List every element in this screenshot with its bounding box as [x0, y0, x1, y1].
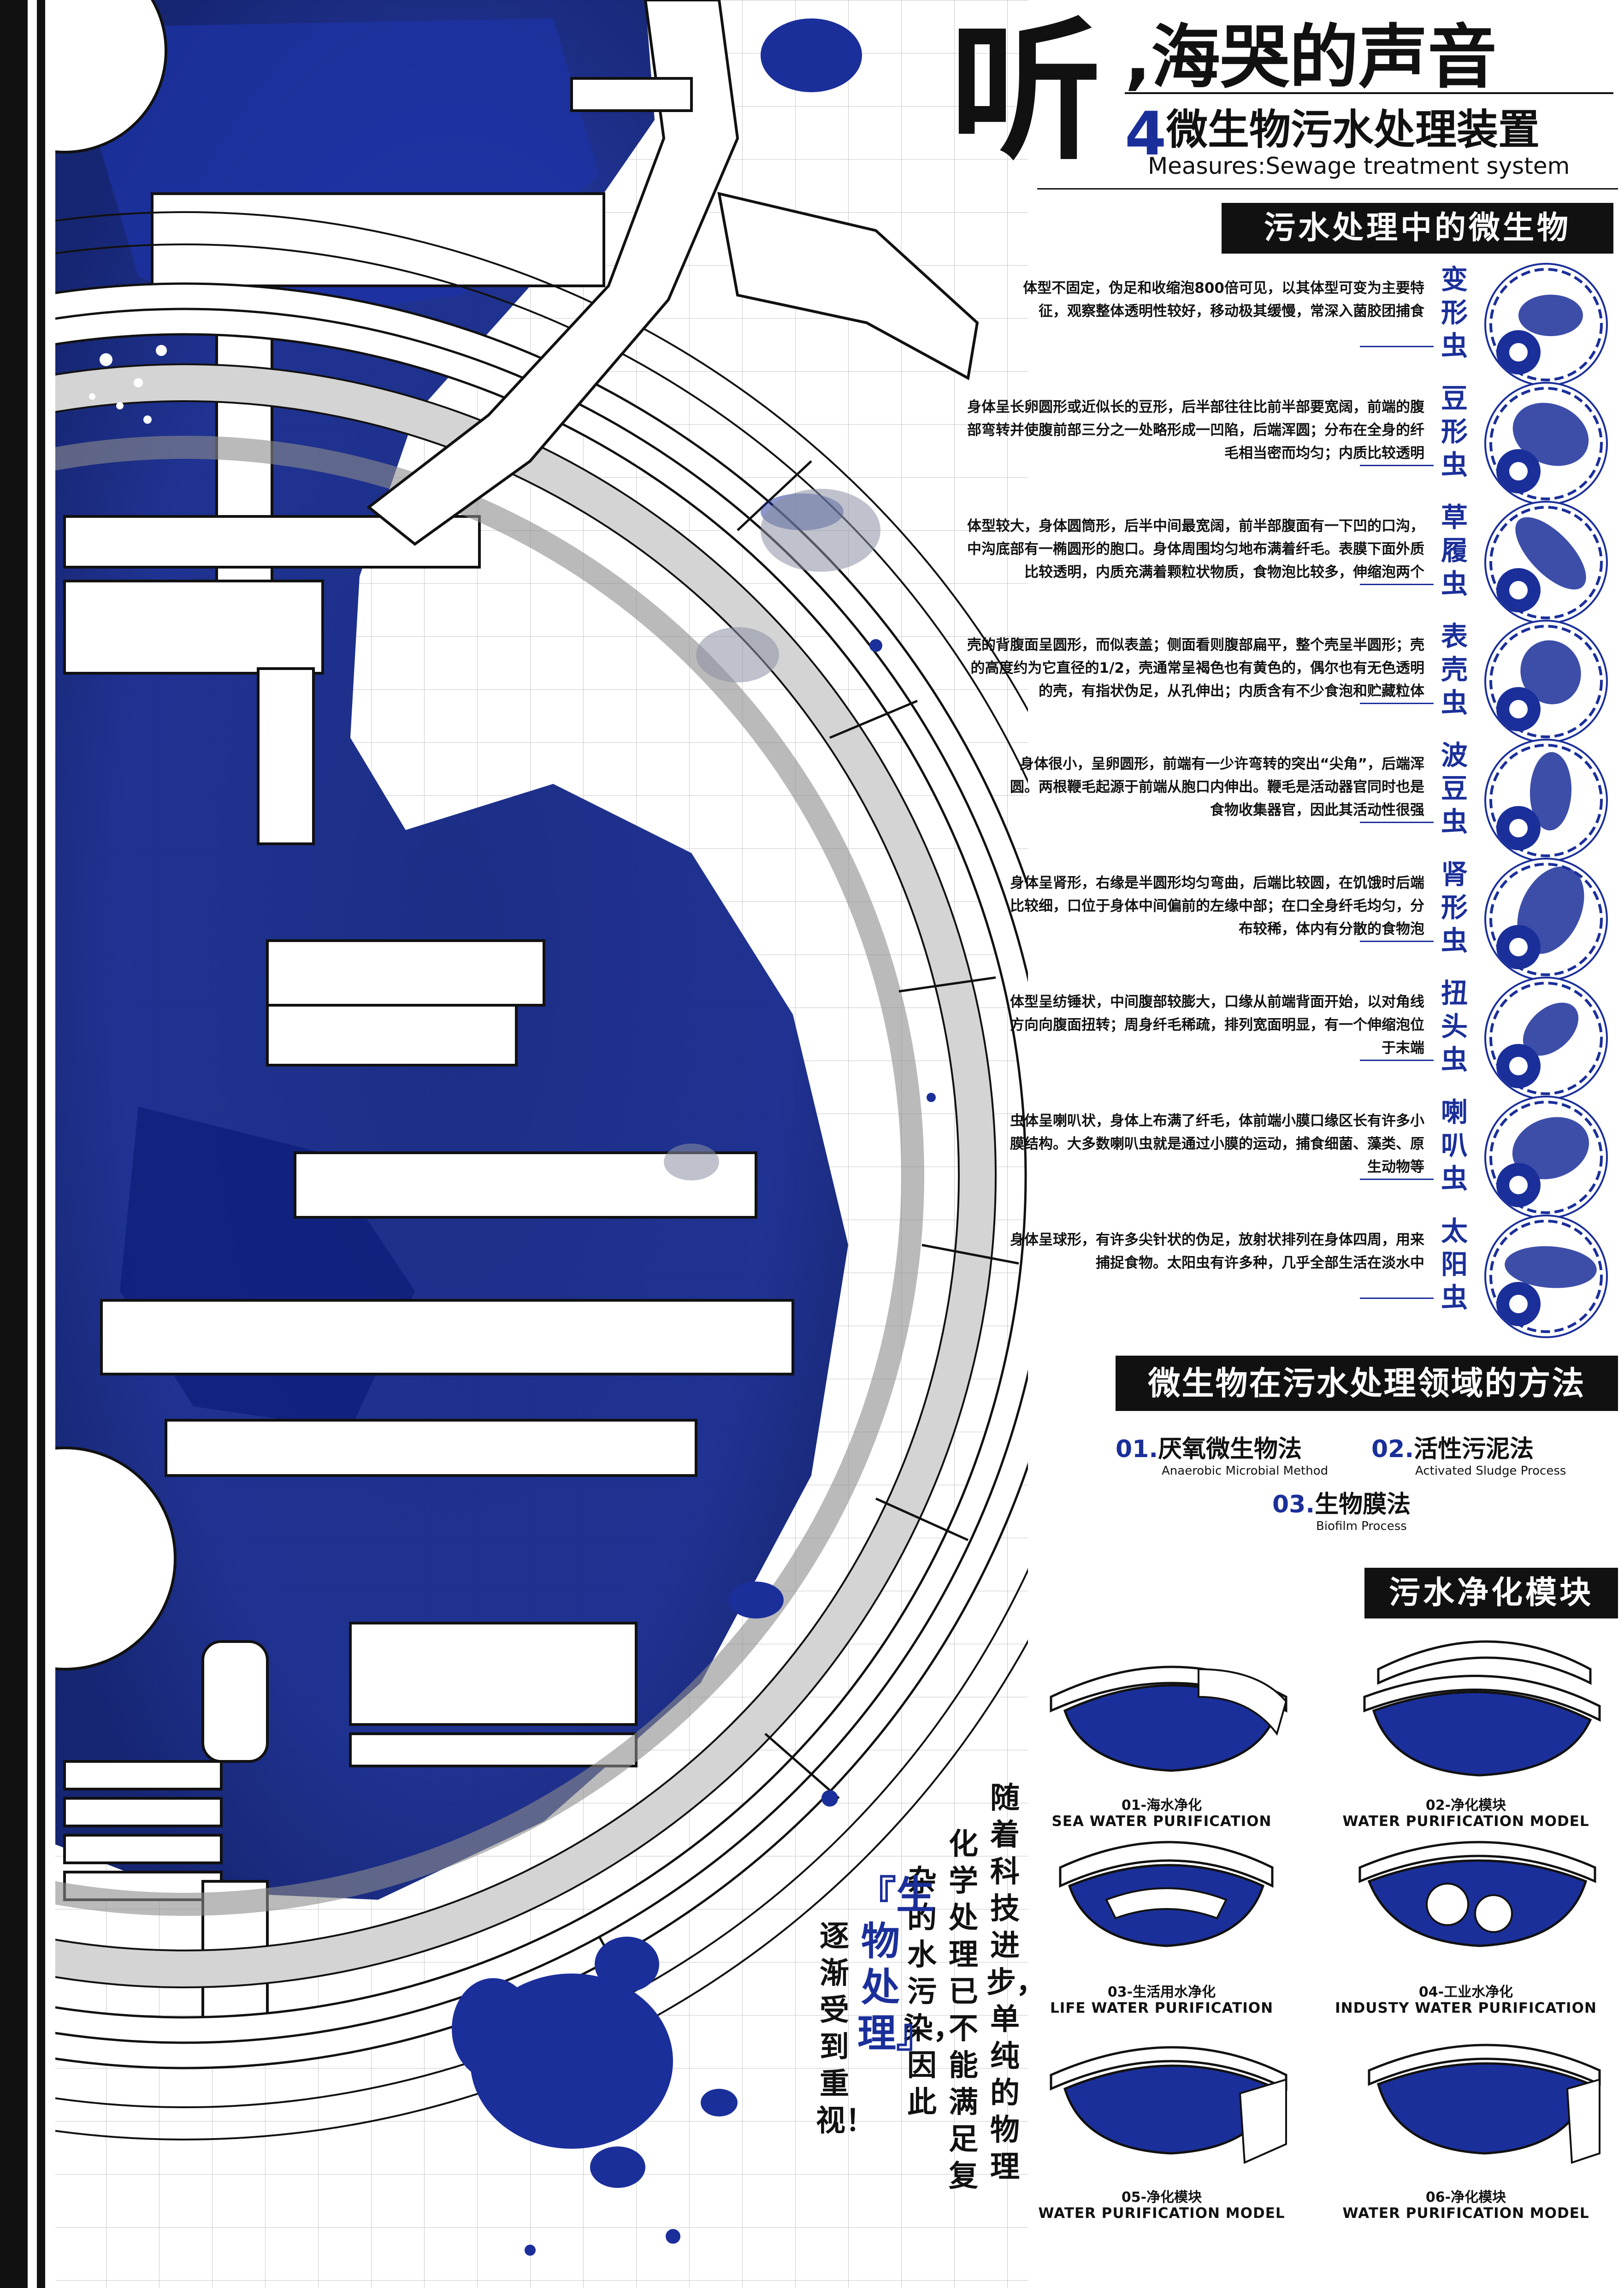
module-5-en: WATER PURIFICATION MODEL: [1038, 2205, 1285, 2222]
subtitle-rule: [1037, 188, 1618, 190]
white-specks: [89, 345, 167, 424]
method-3-name: 生物膜法: [1315, 1491, 1411, 1518]
module-4-graphic: [1358, 1841, 1596, 1947]
microbe-leader-line: [1360, 465, 1434, 466]
module-6-graphic: [1368, 2044, 1601, 2164]
module-3-graphic: [1059, 1841, 1274, 1947]
microbe-leader-line: [1360, 1298, 1434, 1299]
module-5-graphic: [1050, 2046, 1287, 2164]
microbe-desc: 身体呈球形，有许多尖针状的伪足，放射状排列在身体四周，用来捕捉食物。太阳虫有许多…: [1010, 1232, 1424, 1271]
title-rest: ,海哭的声音: [1125, 18, 1497, 98]
microbe-image: [1484, 739, 1608, 862]
ring-structure: [55, 211, 1028, 2140]
microbe-image: [1484, 501, 1608, 624]
microbe-desc: 体型呈纺锤状，中间腹部较膨大，口缘从前端背面开始，以对角线方向向腹面扭转；周身纤…: [1010, 994, 1424, 1056]
method-2-num: 02.: [1371, 1435, 1414, 1463]
microbe-name: 扭头虫: [1441, 978, 1468, 1075]
microbe-name: 草履虫: [1441, 502, 1468, 599]
left-border-bar: [0, 0, 28, 2288]
method-1-num: 01.: [1116, 1435, 1158, 1463]
microbe-desc: 虫体呈喇叭状，身体上布满了纤毛，体前端小膜口缘区长有许多小膜结构。大多数喇叭虫就…: [1010, 1113, 1424, 1175]
microbe-leader-line: [1360, 346, 1434, 347]
microbe-name: 喇叭虫: [1441, 1097, 1468, 1194]
method-1: 01.厌氧微生物法: [1116, 1429, 1302, 1464]
module-2-cn: 02-净化模块: [1425, 1797, 1506, 1814]
vertical-col-1: 随着科技进步，单纯的物理: [986, 1781, 1045, 2184]
method-1-en: Anaerobic Microbial Method: [1162, 1464, 1329, 1478]
microbe-leader-line: [1360, 941, 1434, 942]
semicircle-top: [55, 0, 167, 154]
microbe-leader-line: [1360, 1179, 1434, 1180]
left-border-thin: [37, 0, 45, 2288]
module-3-cn: 03-生活用水净化: [1107, 1984, 1216, 2000]
microbe-desc: 身体呈长卵圆形或近似长的豆形，后半部往往比前半部要宽阔，前端的腹部弯转并使腹前部…: [967, 399, 1424, 462]
bottom-panel: [201, 1640, 269, 1763]
vertical-col-5: 逐渐受到重视！: [816, 1920, 875, 2138]
ink-splatters: [452, 18, 936, 2256]
microbe-name: 变形虫: [1441, 264, 1468, 362]
microbe-name: 太阳虫: [1441, 1215, 1468, 1313]
method-3-num: 03.: [1272, 1491, 1315, 1518]
module-1-en: SEA WATER PURIFICATION: [1051, 1813, 1272, 1830]
ring-dividers: [598, 460, 1019, 2021]
microbe-name: 肾形虫: [1441, 859, 1468, 956]
microbe-name: 波豆虫: [1441, 740, 1468, 837]
microbe-name: 表壳虫: [1441, 621, 1468, 718]
title-number: 4: [1125, 99, 1167, 169]
microbe-image: [1484, 977, 1608, 1100]
module-3-en: LIFE WATER PURIFICATION: [1050, 2000, 1274, 2016]
microbe-leader-line: [1360, 822, 1434, 823]
module-4-en: INDUSTY WATER PURIFICATION: [1335, 2000, 1597, 2016]
microbe-leader-line: [1360, 703, 1434, 704]
microbe-desc: 体型较大，身体圆筒形，后半中间最宽阔，前半部腹面有一下凹的口沟，中沟底部有一椭圆…: [967, 518, 1424, 581]
microbe-desc: 身体很小，呈卵圆形，前端有一少许弯转的突出“尖角”，后端浑圆。两根鞭毛起源于前端…: [1010, 756, 1424, 818]
microbes-section-title: 污水处理中的微生物: [1222, 203, 1613, 254]
microbe-image: [1484, 263, 1608, 386]
microbe-name: 豆形虫: [1441, 383, 1468, 480]
module-1-graphic: [1050, 1666, 1287, 1772]
grey-washes: [664, 489, 880, 1180]
modules-section-title: 污水净化模块: [1364, 1568, 1618, 1618]
module-6-cn: 06-净化模块: [1425, 2189, 1506, 2205]
microbe-image: [1484, 620, 1608, 743]
vertical-col-3: 杂的水污染，因此: [904, 1864, 963, 2120]
microbe-leader-line: [1360, 1060, 1434, 1061]
subtitle: 微生物污水处理装置: [1166, 106, 1540, 154]
method-3: 03.生物膜法: [1272, 1485, 1411, 1519]
module-2-en: WATER PURIFICATION MODEL: [1342, 1813, 1589, 1830]
vertical-col-2: 化学处理已不能满足复: [949, 1827, 978, 2193]
method-1-name: 厌氧微生物法: [1158, 1435, 1302, 1463]
method-2-en: Activated Sludge Process: [1415, 1464, 1566, 1478]
module-6-en: WATER PURIFICATION MODEL: [1342, 2205, 1589, 2222]
module-4-cn: 04-工业水净化: [1418, 1984, 1513, 2000]
microbe-image: [1484, 1215, 1608, 1338]
microbe-desc: 壳的背腹面呈圆形，而似表盖；侧面看则腹部扁平，整个壳呈半圆形；壳的高度约为它直径…: [967, 637, 1424, 699]
microbe-leader-line: [1360, 584, 1434, 585]
vertical-col-4-highlight: 『生物处理』: [857, 1873, 935, 2056]
method-2-name: 活性污泥法: [1414, 1435, 1534, 1463]
subtitle-en: Measures:Sewage treatment system: [1148, 153, 1570, 179]
microbe-image: [1484, 382, 1608, 505]
microbe-image: [1484, 858, 1608, 981]
microbe-image: [1484, 1096, 1608, 1219]
method-2: 02.活性污泥法: [1371, 1429, 1534, 1464]
microbe-desc: 体型不固定，伪足和收缩泡800倍可见，以其体型可变为主要特征，观察整体透明性较好…: [1023, 280, 1424, 320]
methods-section-title: 微生物在污水处理领域的方法: [1116, 1356, 1618, 1411]
semicircle-mid: [55, 1446, 177, 1671]
walkway: [366, 0, 979, 546]
title-char: 听: [950, 4, 1102, 181]
microbe-desc: 身体呈肾形，右缘是半圆形均匀弯曲，后端比较圆，在饥饿时后端比较细，口位于身体中间…: [1010, 875, 1424, 937]
module-illustrations: [1050, 1640, 1601, 2164]
module-2-graphic: [1363, 1640, 1601, 1777]
module-5-cn: 05-净化模块: [1121, 2189, 1202, 2205]
method-3-en: Biofilm Process: [1316, 1519, 1407, 1533]
title-rule: [1125, 92, 1613, 94]
module-1-cn: 01-海水净化: [1121, 1797, 1202, 1814]
